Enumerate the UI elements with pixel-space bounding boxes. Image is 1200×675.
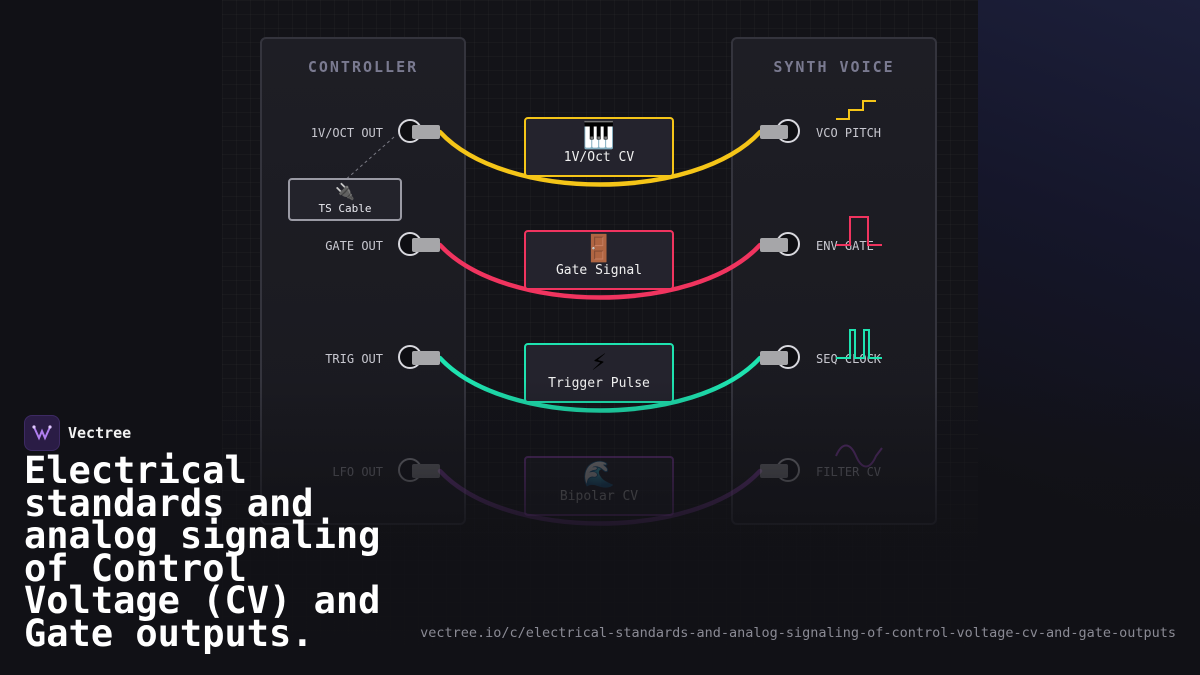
output-jack-label: GATE OUT <box>325 239 383 253</box>
staircase-waveform-icon <box>836 100 876 120</box>
brand: Vectree <box>24 415 131 451</box>
cable-type-icon: ⚡ <box>591 347 607 377</box>
plug-icon: 🔌 <box>335 182 355 201</box>
cable-plug[interactable] <box>760 125 788 139</box>
cable-type-icon: 🎹 <box>582 121 616 151</box>
cable-type-label: 1V/Oct CV <box>563 150 635 165</box>
brand-name: Vectree <box>68 424 132 442</box>
controller-title: CONTROLLER <box>307 58 419 76</box>
cable-plug[interactable] <box>412 125 440 139</box>
cable-plug[interactable] <box>412 351 440 365</box>
cable-type-box: ⚡ Trigger Pulse <box>524 343 674 403</box>
output-jack-label: 1V/OCT OUT <box>310 126 383 140</box>
article-url[interactable]: vectree.io/c/electrical-standards-and-an… <box>420 625 1176 641</box>
cable-type-label: Bipolar CV <box>559 489 639 504</box>
input-jack-label: VCO PITCH <box>816 126 882 140</box>
cable[interactable] <box>437 242 763 300</box>
cable-plug[interactable] <box>412 464 440 478</box>
cable-plug[interactable] <box>412 238 440 252</box>
sine-waveform-icon <box>835 444 883 468</box>
headline: Electrical standards and analog signalin… <box>24 449 381 655</box>
synth-voice-title: SYNTH VOICE <box>773 58 895 76</box>
cable-type-label: Trigger Pulse <box>548 376 650 391</box>
cable-type-box: 🎹 1V/Oct CV <box>524 117 674 177</box>
gate-waveform-icon <box>836 216 882 246</box>
cable-type-box: 🌊 Bipolar CV <box>524 456 674 516</box>
cable-plug[interactable] <box>760 351 788 365</box>
cable-type-label: Gate Signal <box>555 263 643 278</box>
input-jack[interactable] <box>776 232 800 256</box>
output-jack-label: TRIG OUT <box>325 352 383 366</box>
ts-cable-tooltip: 🔌 TS Cable <box>288 178 402 221</box>
cable[interactable] <box>437 129 763 187</box>
ts-cable-label: TS Cable <box>318 202 372 215</box>
cable-type-icon: 🚪 <box>582 234 616 264</box>
cable-plug[interactable] <box>760 464 788 478</box>
cable-plug[interactable] <box>760 238 788 252</box>
cable-type-box: 🚪 Gate Signal <box>524 230 674 290</box>
cable-type-icon: 🌊 <box>582 460 616 490</box>
vectree-logo-icon <box>24 415 60 451</box>
trigger-waveform-icon <box>836 329 882 359</box>
